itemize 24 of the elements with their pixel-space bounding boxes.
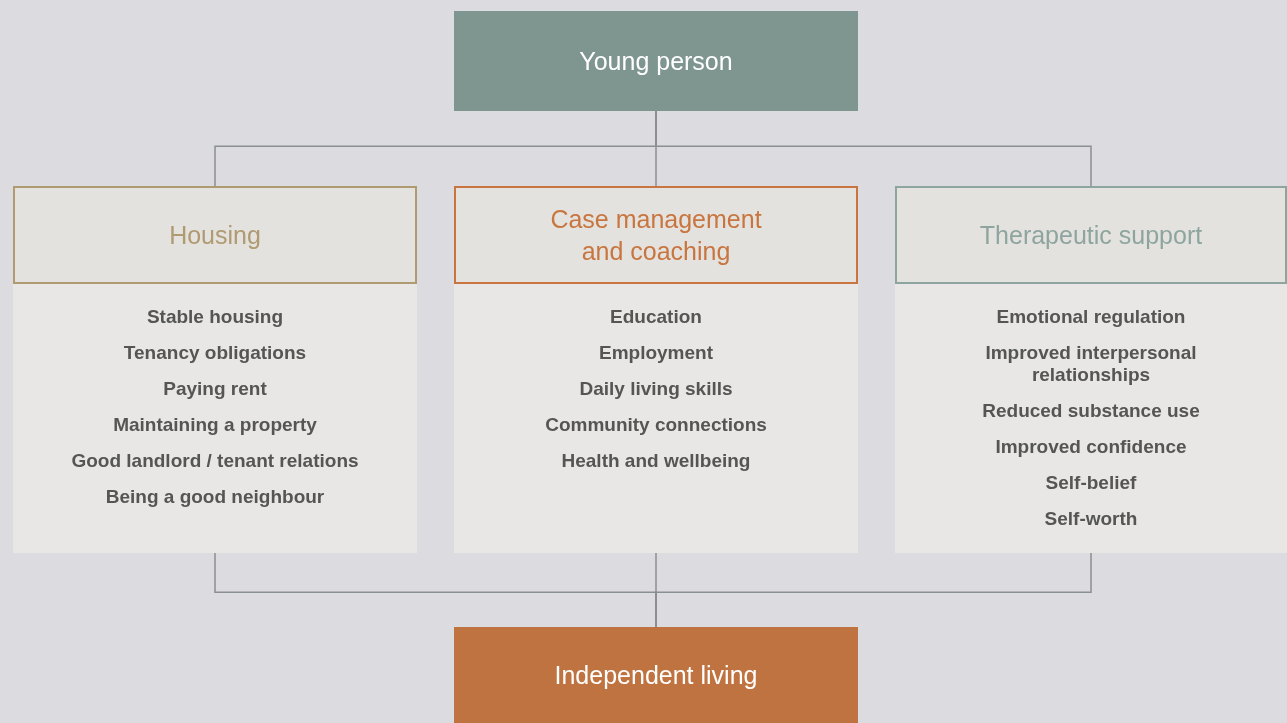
outcome-item: Being a good neighbour bbox=[105, 486, 325, 508]
goal-box bbox=[454, 627, 858, 723]
box-label: Young person bbox=[579, 46, 733, 76]
category-title: Case management and coaching bbox=[549, 204, 763, 267]
category-title: Therapeutic support bbox=[979, 220, 1203, 251]
outcome-item: Education bbox=[610, 306, 702, 328]
outcome-item: Self-worth bbox=[1044, 508, 1138, 530]
outcome-item: Emotional regulation bbox=[996, 306, 1186, 328]
outcome-item: Employment bbox=[599, 342, 713, 364]
outcome-item: Good landlord / tenant relations bbox=[71, 450, 359, 472]
outcome-item: Improved confidence bbox=[995, 436, 1187, 458]
outcome-item: Tenancy obligations bbox=[123, 342, 307, 364]
category-title: Housing bbox=[169, 220, 261, 251]
outcome-item: Paying rent bbox=[163, 378, 267, 400]
outcome-item: Community connections bbox=[545, 414, 767, 436]
outcome-item: Health and wellbeing bbox=[561, 450, 751, 472]
start-box bbox=[454, 11, 858, 111]
outcome-item: Improved interpersonal relationships bbox=[984, 342, 1198, 386]
outcome-item: Self-belief bbox=[1045, 472, 1137, 494]
outcome-item: Stable housing bbox=[146, 306, 284, 328]
box-label: Independent living bbox=[554, 660, 758, 690]
outcome-item: Reduced substance use bbox=[982, 400, 1200, 422]
outcome-item: Daily living skills bbox=[579, 378, 733, 400]
outcome-item: Maintaining a property bbox=[113, 414, 317, 436]
